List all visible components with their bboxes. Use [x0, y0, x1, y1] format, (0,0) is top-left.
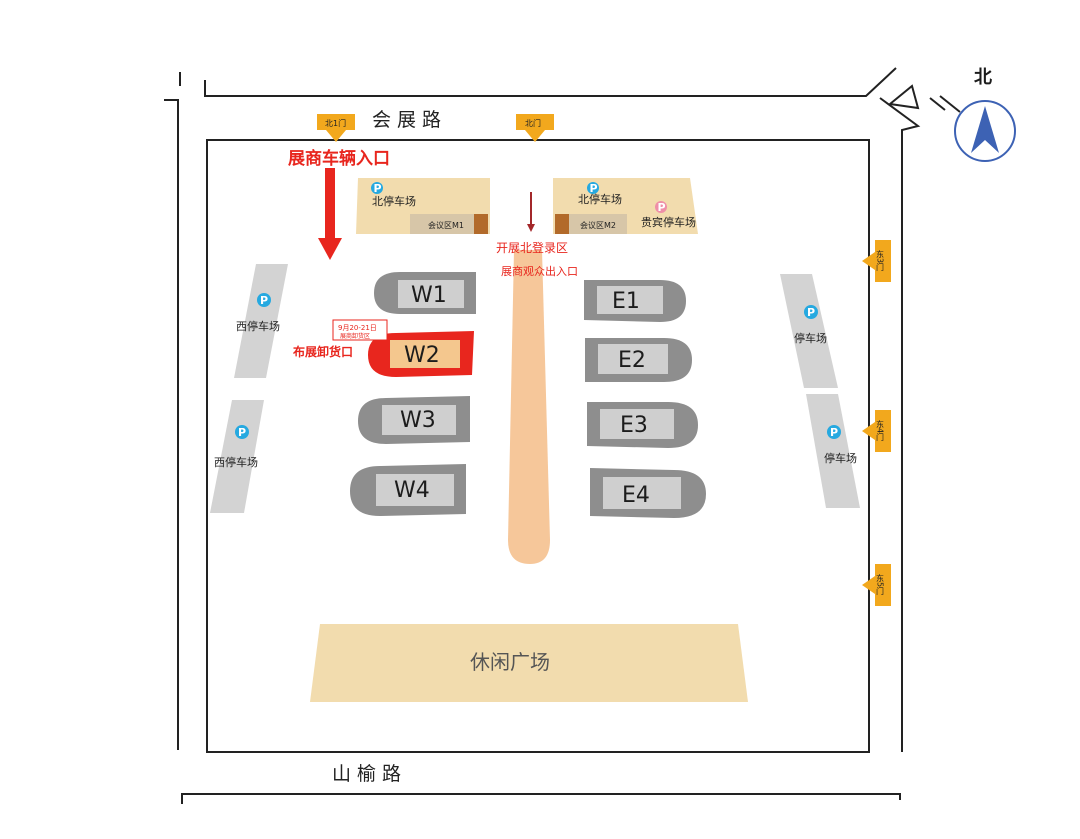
gate-east4[interactable]: 东4门 [862, 410, 891, 452]
north-arrow-icon [971, 106, 999, 153]
leisure-plaza[interactable]: 休闲广场 [310, 624, 748, 702]
meeting-m1-label: 会议区M1 [428, 220, 464, 230]
hall-w1[interactable]: W1 [374, 272, 476, 314]
east-parking-bottom-label: 停车场 [824, 451, 857, 465]
gate-east5-label: 东5门 [876, 573, 885, 596]
parking-p-icon [804, 305, 818, 319]
gate-east5[interactable]: 东5门 [862, 564, 891, 606]
w2-note-line1: 9月20-21日 [338, 324, 377, 332]
parking-p-icon [371, 182, 383, 194]
north-parking-right-label: 北停车场 [578, 192, 622, 206]
w2-unloading-note: 9月20-21日 展商卸货区 布展卸货口 [293, 319, 388, 359]
vip-parking-label: 贵宾停车场 [641, 215, 696, 229]
exhibitor-vehicle-entrance: 展商车辆入口 [288, 148, 390, 260]
compass-north-label: 北 [974, 67, 992, 88]
hall-e4-label: E4 [622, 483, 650, 508]
parking-p-icon [257, 293, 271, 307]
parking-p-icon [235, 425, 249, 439]
road-south-label: 山榆路 [332, 763, 407, 785]
gate-north1[interactable]: 北1门 [317, 114, 355, 142]
hall-w1-label: W1 [411, 283, 447, 308]
north-parking-left[interactable]: 会议区M1 P 北停车场 [356, 178, 490, 234]
parking-p-symbol: P [260, 294, 268, 307]
hall-w3[interactable]: W3 [358, 396, 470, 444]
meeting-m2-label: 会议区M2 [580, 220, 616, 230]
gate-east4-label: 东4门 [876, 419, 885, 442]
exhibitor-vehicle-entrance-label: 展商车辆入口 [288, 148, 390, 169]
hall-e2-label: E2 [618, 348, 646, 373]
parking-p-symbol: P [590, 182, 598, 195]
vip-parking-p-icon [655, 201, 667, 213]
site-boundary [206, 139, 870, 753]
east-parking-bottom[interactable]: P 停车场 [806, 394, 860, 508]
gate-north1-label: 北1门 [325, 118, 346, 128]
hall-e4[interactable]: E4 [590, 468, 706, 518]
leisure-plaza-label: 休闲广场 [470, 650, 550, 674]
parking-p-symbol: P [830, 426, 838, 439]
east-parking-top[interactable]: P 停车场 [780, 274, 838, 388]
north-registration-label: 开展北登录区 [496, 240, 568, 255]
hall-w2-label: W2 [404, 343, 440, 368]
hall-e3-label: E3 [620, 413, 648, 438]
west-parking-top[interactable]: P 西停车场 [234, 264, 288, 378]
west-parking-top-label: 西停车场 [236, 319, 280, 333]
gate-east3-label: 东3门 [876, 249, 885, 272]
central-walkway [508, 250, 550, 564]
parking-p-symbol: P [238, 426, 246, 439]
parking-p-symbol: P [374, 182, 382, 195]
hall-w3-label: W3 [400, 408, 436, 433]
gate-north-label: 北门 [525, 118, 541, 128]
unloading-label: 布展卸货口 [293, 344, 353, 359]
vip-parking-p-symbol: P [658, 201, 666, 214]
parking-p-icon [587, 182, 599, 194]
gate-north[interactable]: 北门 [516, 114, 554, 142]
parking-p-icon [827, 425, 841, 439]
north-parking-right[interactable]: 会议区M2 P 北停车场 P 贵宾停车场 [553, 178, 698, 234]
east-parking-top-label: 停车场 [794, 331, 827, 345]
compass-circle [954, 100, 1016, 162]
hall-e1-label: E1 [612, 289, 640, 314]
parking-p-symbol: P [807, 306, 815, 319]
compass: 北 [954, 67, 1016, 162]
w2-note-line2: 展商卸货区 [340, 332, 370, 340]
hall-w2[interactable]: W2 [368, 331, 474, 377]
hall-e2[interactable]: E2 [585, 338, 692, 382]
north-registration-entrance: 开展北登录区 展商观众出入口 [496, 192, 578, 278]
hall-e3[interactable]: E3 [587, 402, 698, 448]
north-parking-left-label: 北停车场 [372, 194, 416, 208]
road-north-label: 会展路 [372, 109, 447, 131]
hall-e1[interactable]: E1 [584, 280, 686, 322]
road-edges [164, 67, 961, 804]
hall-w4[interactable]: W4 [350, 464, 466, 516]
west-parking-bottom[interactable]: P 西停车场 [210, 400, 264, 513]
gate-east3[interactable]: 东3门 [862, 240, 891, 282]
visitor-entrance-label: 展商观众出入口 [501, 264, 578, 278]
hall-w4-label: W4 [394, 478, 430, 503]
west-parking-bottom-label: 西停车场 [214, 455, 258, 469]
